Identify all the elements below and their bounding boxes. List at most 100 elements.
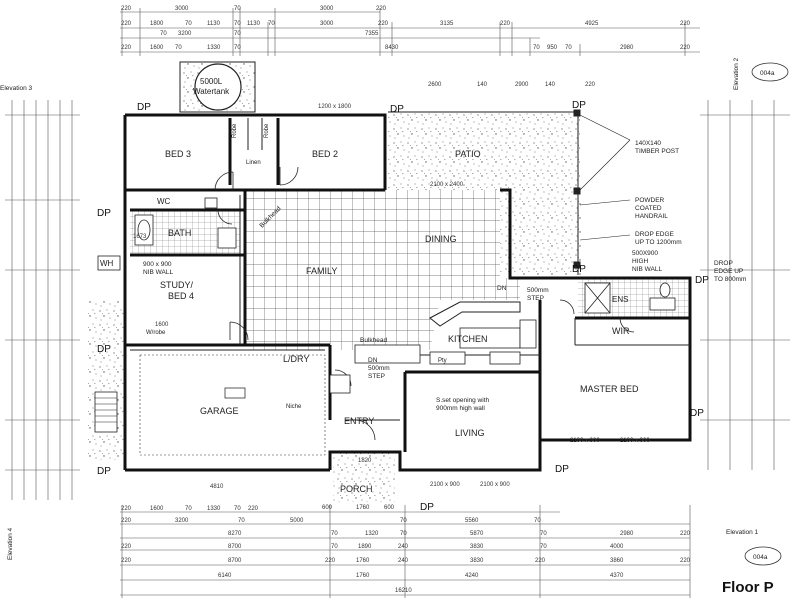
- dim-text: 2980: [620, 531, 634, 537]
- dim-text: 240: [398, 544, 409, 550]
- inner-dimensions: 1200 x 1800 2100 x 2400 2100 x 900 2100 …: [133, 82, 650, 511]
- downpipe-label: DP: [572, 264, 586, 275]
- dim-text: 5000: [290, 518, 304, 524]
- note-nib-wall-left: NIB WALL: [143, 269, 173, 276]
- dim-text: 1760: [356, 573, 370, 579]
- patio-posts: [388, 109, 631, 275]
- dim-text: 3830: [470, 558, 484, 564]
- note-bulkhead: Bulkhead: [360, 337, 387, 344]
- dim-text: 70: [160, 31, 167, 37]
- side-path: [510, 190, 582, 275]
- dim-text: 4810: [210, 484, 224, 490]
- dim-text: 70: [238, 518, 245, 524]
- dim-text: 1320: [365, 531, 379, 537]
- dim-text: 1130: [207, 21, 221, 27]
- dim-text: 3860: [610, 558, 624, 564]
- dim-text: 4370: [610, 573, 624, 579]
- dim-text: 70: [185, 21, 192, 27]
- note-timber-post: 140X140: [635, 140, 661, 147]
- room-label-wh: WH: [100, 259, 114, 268]
- note-nib-wall-left: 900 x 900: [143, 261, 172, 268]
- downpipe-labels: DP DP DP DP DP DP DP DP DP DP DP: [97, 100, 709, 513]
- dim-text: 1820: [358, 458, 372, 464]
- room-label-pantry: Pty: [438, 358, 447, 364]
- dim-text: 220: [680, 558, 691, 564]
- downpipe-label: DP: [572, 100, 586, 111]
- tank-label: 5000L: [200, 77, 223, 86]
- dim-text: 70: [175, 45, 182, 51]
- dim-text: 70: [331, 544, 338, 550]
- downpipe-label: DP: [137, 102, 151, 113]
- elevation-tag-shape: [751, 62, 789, 82]
- room-label-bed3: BED 3: [165, 149, 191, 159]
- dim-text: 220: [325, 558, 336, 564]
- dim-text: 600: [322, 505, 333, 511]
- dim-text: 16210: [395, 588, 412, 594]
- note-drop-edge: DROP EDGE: [635, 231, 675, 238]
- note-step: STEP: [527, 295, 544, 302]
- dim-text: 70: [234, 6, 241, 12]
- note-step: 500mm: [527, 287, 549, 294]
- room-label-bed2: BED 2: [312, 149, 338, 159]
- note-dn-2: DN: [368, 357, 378, 364]
- dim-text: 8700: [228, 558, 242, 564]
- room-label-linen: Linen: [246, 160, 261, 166]
- elevation-tag-shape: [744, 546, 782, 566]
- dim-text: 220: [680, 45, 691, 51]
- dim-text: 3000: [175, 6, 189, 12]
- dim-text: 220: [376, 6, 387, 12]
- dim-text: 2980: [620, 45, 634, 51]
- dim-text: 220: [248, 506, 259, 512]
- downpipe-label: DP: [97, 208, 111, 219]
- note-drop-edge: UP TO 1200mm: [635, 239, 682, 246]
- dim-text: 220: [585, 82, 596, 88]
- dim-text: 220: [378, 21, 389, 27]
- dim-text: 70: [268, 21, 275, 27]
- dim-text: 220: [121, 21, 132, 27]
- porch-area: [333, 452, 395, 502]
- note-timber-post: TIMBER POST: [635, 148, 679, 155]
- family-dining-floor: [245, 190, 520, 350]
- dim-text: 1330: [207, 45, 221, 51]
- dim-text: 70: [534, 518, 541, 524]
- room-label-robe: Robe: [264, 123, 270, 138]
- doors: [214, 166, 635, 441]
- dim-text: 2100 x 900: [620, 438, 650, 444]
- fixtures: [97, 197, 676, 394]
- note-nib-wall-right: 500X900: [632, 250, 658, 257]
- dim-text: 220: [121, 45, 132, 51]
- room-label-ldry: L/DRY: [283, 354, 309, 364]
- dim-text: 220: [121, 558, 132, 564]
- dim-text: 5870: [470, 531, 484, 537]
- room-label-garage: GARAGE: [200, 406, 239, 416]
- dim-text: 2100 x 900: [430, 482, 460, 488]
- room-label-porch: PORCH: [340, 484, 373, 494]
- room-label-wc: WC: [157, 197, 171, 206]
- tank-label: Watertank: [193, 87, 230, 96]
- elevation-2-label: Elevation 2: [733, 57, 740, 90]
- dim-text: 3000: [320, 6, 334, 12]
- room-label-patio: PATIO: [455, 149, 481, 159]
- dim-text: 3135: [440, 21, 454, 27]
- downpipe-label: DP: [390, 104, 404, 115]
- kitchen-bench: [354, 301, 537, 365]
- dim-text: 220: [500, 21, 511, 27]
- dim-text: 3000: [320, 21, 334, 27]
- downpipe-label: DP: [97, 344, 111, 355]
- dim-text: 70: [400, 531, 407, 537]
- note-dn: DN: [497, 285, 507, 292]
- dim-text: 220: [121, 544, 132, 550]
- elevation-4-label: Elevation 4: [7, 527, 14, 560]
- dim-text: 1673: [133, 234, 147, 240]
- room-labels: BED 3 BED 2 PATIO DINING FAMILY STUDY/ B…: [100, 123, 639, 494]
- dim-text: 140: [545, 82, 556, 88]
- elevation-labels: Elevation 3 Elevation 4 Elevation 2 004a: [0, 57, 789, 560]
- dim-text: 1200 x 1800: [318, 104, 352, 110]
- dim-text: 220: [121, 518, 132, 524]
- side-dimensions: [5, 100, 790, 500]
- room-label-study: STUDY/: [160, 280, 194, 290]
- dim-text: 4925: [585, 21, 599, 27]
- dim-text: 3200: [178, 31, 192, 37]
- dim-text: 2100 x 900: [570, 438, 600, 444]
